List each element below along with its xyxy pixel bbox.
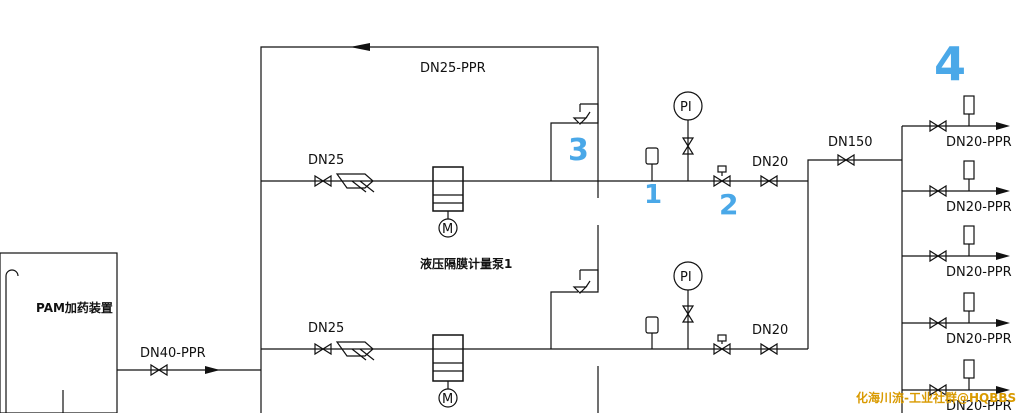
pam-unit: PAM加药装置 (0, 252, 118, 413)
branch-outlets: DN20-PPR DN20-PPR DN20-PPR DN20-PPR DN20-PPR (902, 95, 1012, 413)
rotameter-icon (963, 292, 975, 312)
pump-train-top: DN25 M 液压隔膜计量泵1 PI (261, 91, 808, 271)
relief-valve-bottom (572, 286, 588, 294)
pam-unit-label: PAM加药装置 (36, 300, 113, 315)
flow-arrow-left (350, 43, 370, 51)
back-pressure-valve-bottom (713, 334, 731, 356)
rotameter-icon (963, 225, 975, 245)
annotation-3: 3 (568, 133, 589, 168)
handwritten-annotations: 3 1 2 4 (568, 37, 966, 221)
svg-text:M: M (442, 222, 453, 237)
branch-outlet: DN20-PPR (902, 95, 1012, 150)
rotameter-icon (963, 359, 975, 379)
pump-train-bottom: DN25 M PI (261, 225, 808, 413)
flow-arrow-right (996, 187, 1010, 195)
inlet-bottom-label: DN25 (308, 321, 344, 336)
outlet-top-label: DN20 (752, 155, 788, 170)
y-strainer-top (335, 173, 375, 193)
flow-arrow-right (996, 386, 1010, 394)
flow-arrow-right (996, 319, 1010, 327)
branch-outlet: DN20-PPR (902, 292, 1012, 347)
rotameter-icon (963, 95, 975, 115)
branch-label: DN20-PPR (946, 332, 1012, 347)
header-pipe: DN150 (807, 126, 903, 413)
return-line-label: DN25-PPR (420, 61, 486, 76)
relief-valve-top (572, 117, 588, 125)
inlet-top-label: DN25 (308, 153, 344, 168)
annotation-1: 1 (644, 180, 662, 210)
rotameter-icon (963, 160, 975, 180)
branch-label: DN20-PPR (946, 200, 1012, 215)
annotation-4: 4 (934, 37, 966, 91)
branch-label: DN20-PPR (946, 399, 1012, 413)
pulsation-damper-top (645, 147, 659, 165)
feed-line: DN40-PPR (117, 346, 261, 377)
flow-arrow-right (996, 252, 1010, 260)
back-pressure-valve-top (713, 165, 731, 188)
branch-label: DN20-PPR (946, 265, 1012, 280)
flow-arrow-right (205, 366, 220, 374)
svg-text:PI: PI (680, 100, 692, 115)
branch-outlet: DN20-PPR (902, 225, 1012, 280)
pulsation-damper-bottom (645, 316, 659, 334)
pump-label: 液压隔膜计量泵1 (420, 256, 512, 271)
outlet-bottom-label: DN20 (752, 323, 788, 338)
y-strainer-bottom (335, 341, 375, 361)
branch-outlet: DN20-PPR (902, 160, 1012, 215)
svg-text:PI: PI (680, 270, 692, 285)
branch-label: DN20-PPR (946, 135, 1012, 150)
watermark: 化海川流-工业社群@HQBBS (856, 390, 1016, 405)
branch-outlet: DN20-PPR (902, 359, 1012, 413)
metering-pump-top: M (432, 166, 464, 238)
feed-line-label: DN40-PPR (140, 346, 206, 361)
annotation-2: 2 (719, 188, 738, 221)
return-line: DN25-PPR (260, 43, 599, 413)
flow-arrow-right (996, 122, 1010, 130)
svg-text:M: M (442, 392, 453, 407)
metering-pump-bottom: M (432, 334, 464, 408)
header-label: DN150 (828, 135, 873, 150)
